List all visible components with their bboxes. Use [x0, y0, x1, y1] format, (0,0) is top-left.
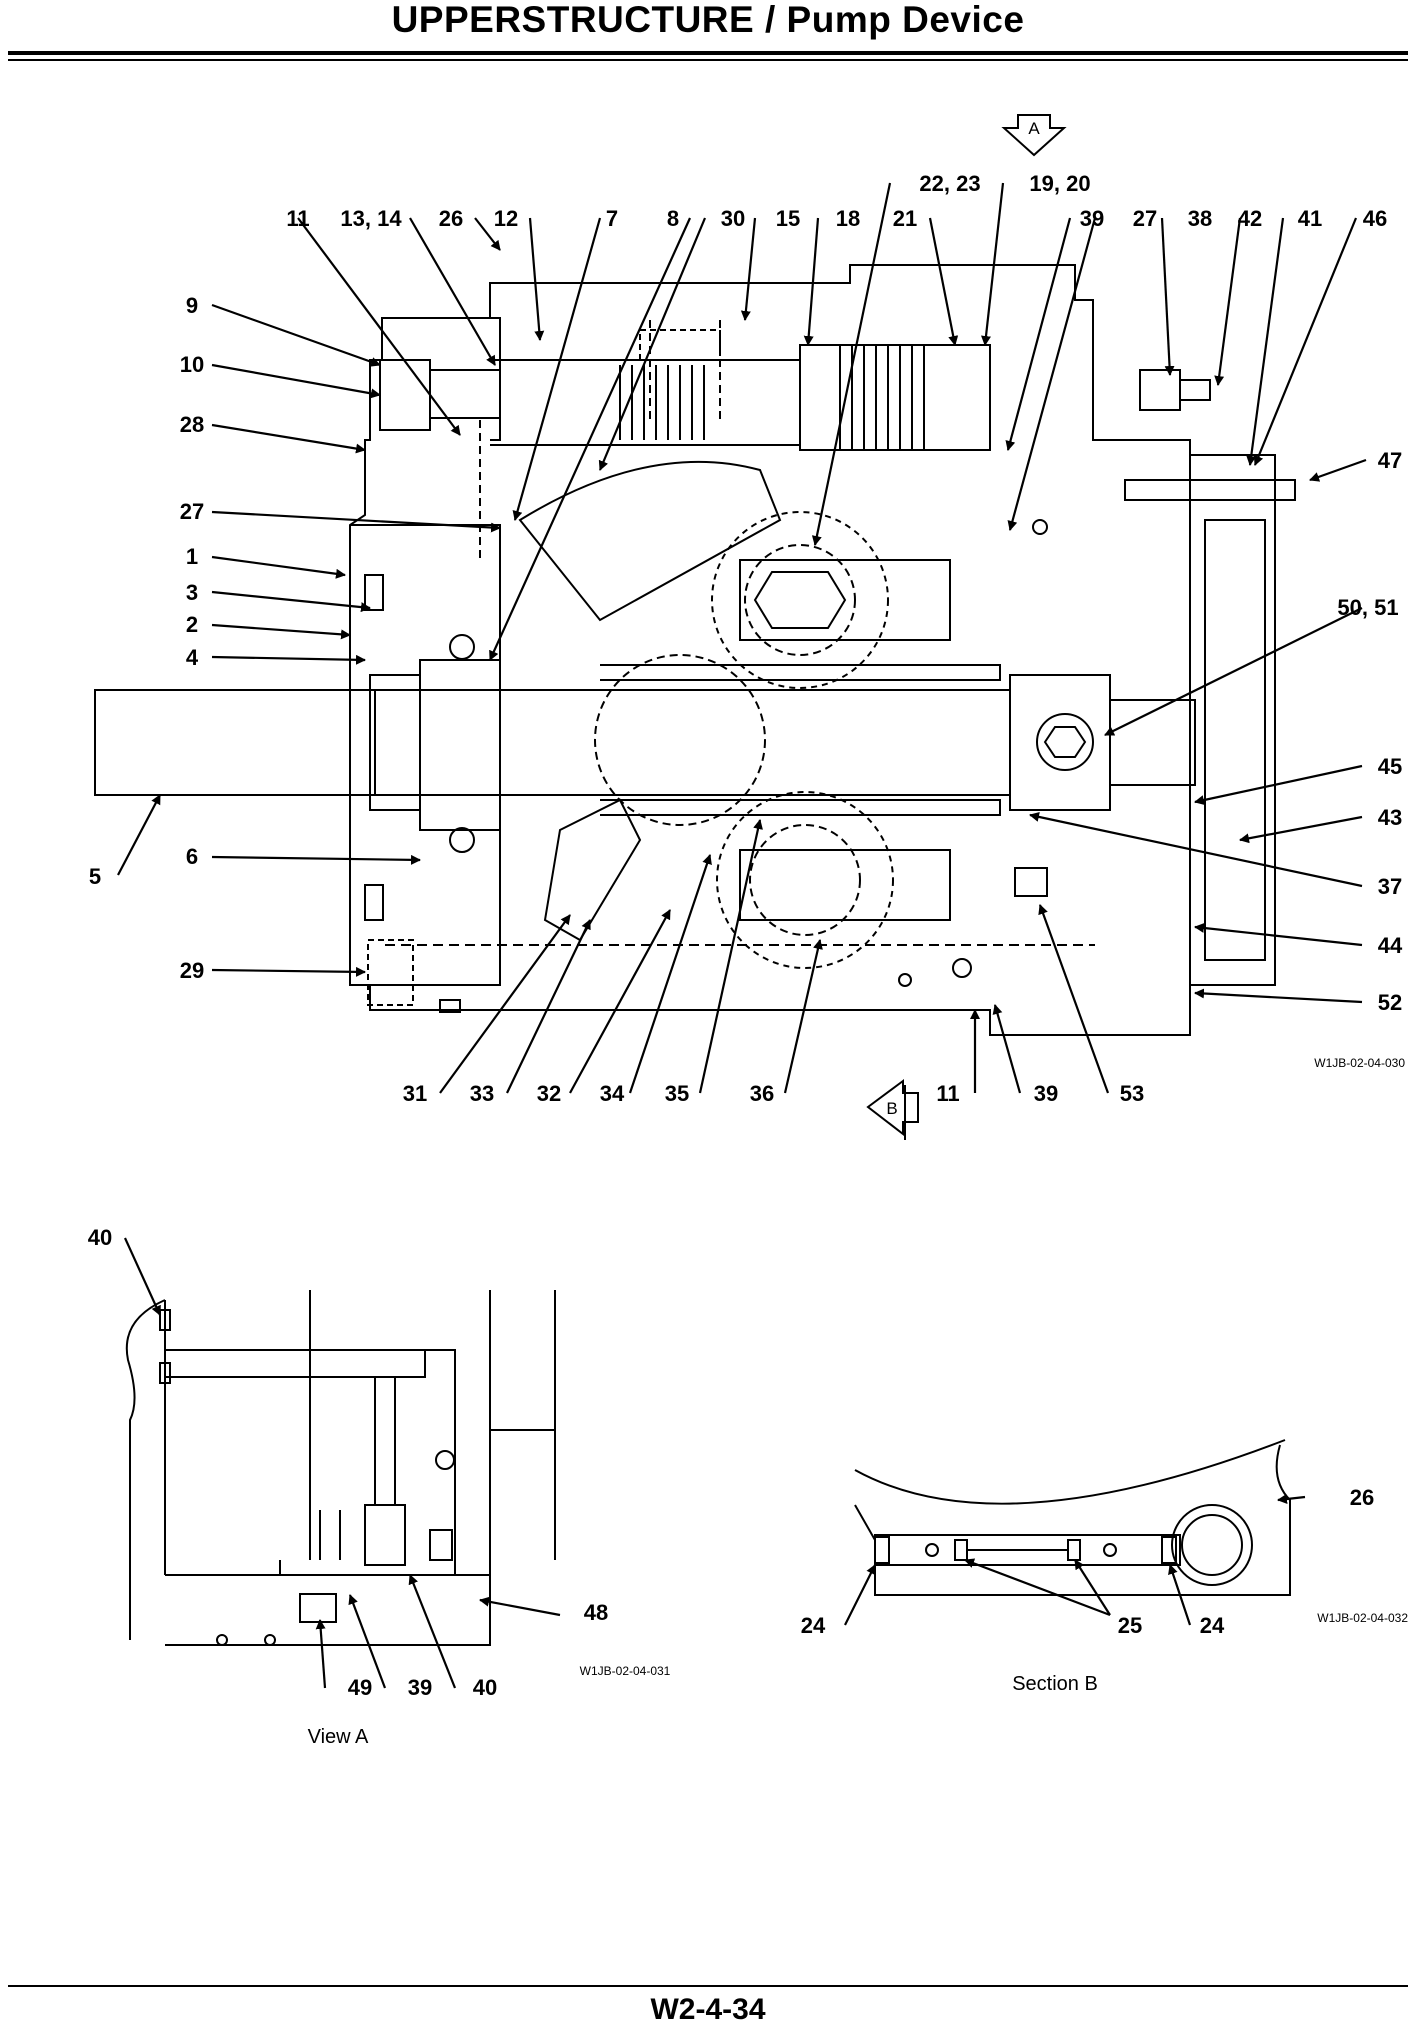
callout-19-20: 19, 20 — [1029, 171, 1090, 196]
callout-45: 45 — [1378, 754, 1402, 779]
callout-50-51: 50, 51 — [1337, 595, 1398, 620]
callout-5: 5 — [89, 864, 101, 889]
callout-43: 43 — [1378, 805, 1402, 830]
callouts-top: 11 13, 14 26 12 7 8 30 15 18 22, 23 21 1… — [286, 171, 1387, 231]
view-a-leader-lines — [123, 1237, 561, 1689]
callout-32: 32 — [537, 1081, 561, 1106]
main-figure-ref-code: W1JB-02-04-030 — [1314, 1056, 1405, 1070]
callout-30: 30 — [721, 206, 745, 231]
section-b-leader-lines — [844, 1494, 1306, 1626]
callout-21: 21 — [893, 206, 917, 231]
section-b-drawing — [854, 1439, 1291, 1596]
callout-7: 7 — [606, 206, 618, 231]
callout-42: 42 — [1238, 206, 1262, 231]
callout-26-section-b: 26 — [1350, 1485, 1374, 1510]
header-rule-thin — [8, 59, 1408, 61]
main-leader-lines — [117, 182, 1367, 1094]
callout-29: 29 — [180, 958, 204, 983]
view-a-marker-label: A — [1028, 119, 1040, 138]
callout-39-bottom: 39 — [1034, 1081, 1058, 1106]
callout-13-14: 13, 14 — [340, 206, 402, 231]
callout-6: 6 — [186, 844, 198, 869]
callout-4: 4 — [186, 645, 199, 670]
callout-18: 18 — [836, 206, 860, 231]
callout-49: 49 — [348, 1675, 372, 1700]
section-b-caption: Section B — [1012, 1673, 1098, 1695]
callout-2: 2 — [186, 612, 198, 637]
callout-11: 11 — [286, 206, 309, 231]
callout-31: 31 — [403, 1081, 427, 1106]
callout-15: 15 — [776, 206, 800, 231]
callout-10: 10 — [180, 352, 204, 377]
view-a-callouts: 40 48 49 39 40 — [88, 1225, 608, 1700]
callout-41: 41 — [1298, 206, 1322, 231]
callout-38: 38 — [1188, 206, 1212, 231]
callout-48: 48 — [584, 1600, 608, 1625]
callout-1: 1 — [186, 544, 198, 569]
callout-53: 53 — [1120, 1081, 1144, 1106]
callout-34: 34 — [600, 1081, 625, 1106]
callout-11-bottom: 11 — [936, 1081, 959, 1106]
section-b-marker: B — [866, 1079, 919, 1140]
callout-27-top: 27 — [1133, 206, 1157, 231]
callout-25: 25 — [1118, 1613, 1142, 1638]
header-rule-thick — [8, 51, 1408, 55]
callout-39-top: 39 — [1080, 206, 1104, 231]
main-cross-section — [94, 264, 1296, 1036]
callouts-bottom: 31 33 32 34 35 36 11 39 53 — [403, 1081, 1144, 1106]
section-b-marker-label: B — [886, 1099, 897, 1118]
view-a-caption: View A — [308, 1726, 369, 1748]
callout-39-view-a: 39 — [408, 1675, 432, 1700]
view-a-ref-code: W1JB-02-04-031 — [580, 1664, 671, 1678]
callout-22-23: 22, 23 — [919, 171, 980, 196]
page-title: UPPERSTRUCTURE / Pump Device — [391, 0, 1025, 40]
page-number: W2-4-34 — [650, 1993, 766, 2026]
view-a-drawing — [125, 1290, 556, 1646]
callout-44: 44 — [1378, 933, 1403, 958]
section-b-ref-code: W1JB-02-04-032 — [1317, 1611, 1408, 1625]
footer-rule — [8, 1985, 1408, 1987]
callout-3: 3 — [186, 580, 198, 605]
callout-46: 46 — [1363, 206, 1387, 231]
callout-33: 33 — [470, 1081, 494, 1106]
callout-24-right: 24 — [1200, 1613, 1225, 1638]
callout-9: 9 — [186, 293, 198, 318]
callout-47: 47 — [1378, 448, 1402, 473]
callout-40-view-a-bottom: 40 — [473, 1675, 497, 1700]
callout-52: 52 — [1378, 990, 1402, 1015]
callout-26: 26 — [439, 206, 463, 231]
callout-12: 12 — [494, 206, 518, 231]
callout-24-left: 24 — [801, 1613, 826, 1638]
callouts-right: 47 50, 51 45 43 37 44 52 — [1337, 448, 1403, 1015]
section-b-callouts: 26 24 25 24 — [801, 1485, 1374, 1638]
callout-8: 8 — [667, 206, 679, 231]
callout-40-view-a: 40 — [88, 1225, 112, 1250]
callout-28: 28 — [180, 412, 204, 437]
callout-36: 36 — [750, 1081, 774, 1106]
callouts-left: 9 10 28 27 1 3 2 4 6 5 29 — [89, 293, 204, 983]
callout-35: 35 — [665, 1081, 689, 1106]
callout-27-left: 27 — [180, 499, 204, 524]
view-a-marker: A — [1001, 114, 1067, 157]
callout-37: 37 — [1378, 874, 1402, 899]
